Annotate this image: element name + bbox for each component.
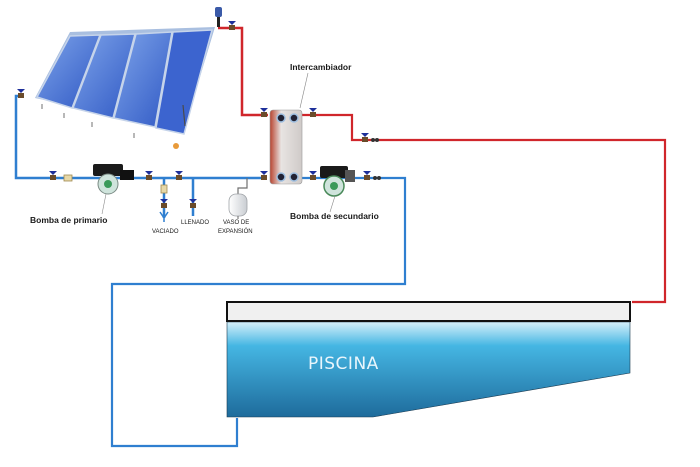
- heat-exchanger-icon: [269, 109, 303, 185]
- valve-icon: [309, 171, 317, 180]
- expansion-branch-pipe: [237, 178, 248, 194]
- secondary-pump-label: Bomba de secundario: [290, 211, 379, 221]
- pool-deck: [226, 301, 631, 322]
- solar-panels: [35, 27, 215, 138]
- air-purger-icon: [215, 7, 222, 27]
- exchanger-leader: [299, 72, 309, 109]
- valve-icon: [309, 108, 317, 117]
- valve-icon: [361, 133, 369, 142]
- panel-drain-fitting-icon: [173, 143, 179, 149]
- solar-panel-3: [113, 31, 173, 128]
- valve-icon: [145, 171, 153, 180]
- primary-pump-icon: [93, 164, 134, 195]
- union-fitting-icon: [371, 138, 379, 142]
- union-fitting-icon: [373, 176, 381, 180]
- valve-icon: [260, 171, 268, 180]
- primary-pump-leader: [101, 193, 107, 215]
- valve-icon: [17, 89, 25, 98]
- valve-icon: [189, 199, 197, 208]
- expansion-vessel-label-1: VASO DE: [223, 220, 249, 226]
- check-valve-icon: [63, 174, 73, 182]
- drain-outlet-icon: [159, 211, 169, 222]
- pool-label: PISCINA: [308, 354, 379, 374]
- drain-label: VACIADO: [152, 229, 179, 235]
- secondary-return-pipe: [110, 176, 407, 448]
- fill-label: LLENADO: [181, 220, 209, 226]
- expansion-vessel-icon: [228, 193, 248, 219]
- secondary-flow-pipe: [300, 113, 667, 304]
- valve-icon: [160, 199, 168, 208]
- valve-icon: [49, 171, 57, 180]
- primary-pump-label: Bomba de primario: [30, 215, 107, 225]
- solar-panel-4: [155, 29, 213, 135]
- pool: PISCINA: [226, 301, 631, 418]
- exchanger-label: Intercambiador: [290, 62, 352, 72]
- pool-water: [226, 321, 631, 418]
- primary-flow-pipe: [218, 26, 268, 117]
- expansion-vessel-label-2: EXPANSIÓN: [218, 228, 253, 235]
- solar-panel-1: [35, 34, 102, 109]
- check-valve-icon: [160, 184, 168, 194]
- secondary-pump-leader: [329, 195, 336, 213]
- valve-icon: [363, 171, 371, 180]
- valve-icon: [260, 108, 268, 117]
- secondary-pump-icon: [320, 166, 355, 197]
- valve-icon: [228, 21, 236, 30]
- solar-panel-2: [71, 33, 136, 119]
- valve-icon: [175, 171, 183, 180]
